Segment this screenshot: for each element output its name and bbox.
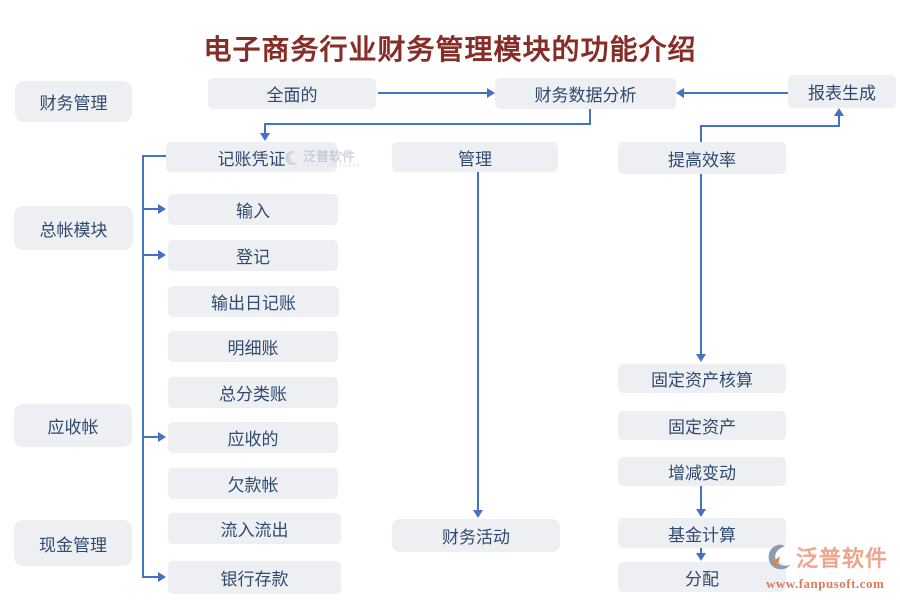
node-debt-account: 欠款帐 bbox=[168, 468, 338, 499]
arrowhead-right-icon bbox=[487, 88, 495, 98]
connector-comprehensive-to-analysis bbox=[378, 92, 487, 94]
node-receivable: 应收的 bbox=[168, 422, 338, 453]
node-subsidiary-ledger: 明细账 bbox=[168, 331, 338, 362]
arrowhead-down-icon bbox=[260, 133, 270, 141]
node-cash-management: 现金管理 bbox=[14, 520, 132, 566]
watermark-brand-text: 泛普软件 bbox=[303, 149, 356, 164]
connector-efficiency-to-report-v2 bbox=[838, 116, 840, 125]
node-allocation: 分配 bbox=[618, 562, 786, 592]
watermark-brand-text: 泛普软件 bbox=[796, 546, 889, 571]
watermark-faint: 泛普软件 FANPU SOFTWARE bbox=[284, 150, 361, 171]
connector-tree-to-bank-deposit bbox=[142, 576, 159, 578]
arrowhead-right-icon bbox=[158, 204, 166, 214]
connector-fund-to-allocation bbox=[700, 548, 702, 554]
fanpu-logo-icon bbox=[766, 543, 794, 575]
connector-tree-to-input bbox=[142, 208, 159, 210]
connector-analysis-to-voucher-v1 bbox=[589, 109, 591, 125]
node-report-generation: 报表生成 bbox=[788, 75, 896, 108]
node-inflow-outflow: 流入流出 bbox=[168, 513, 341, 544]
node-financial-activity: 财务活动 bbox=[392, 519, 560, 552]
node-output-journal: 输出日记账 bbox=[168, 286, 339, 317]
arrowhead-right-icon bbox=[158, 432, 166, 442]
arrowhead-right-icon bbox=[158, 250, 166, 260]
arrowhead-down-icon bbox=[696, 354, 706, 362]
node-improve-efficiency: 提高效率 bbox=[618, 142, 786, 174]
node-accounts-receivable: 应收帐 bbox=[14, 404, 132, 447]
node-fixed-asset-accounting: 固定资产核算 bbox=[618, 364, 786, 393]
node-general-ledger-module: 总帐模块 bbox=[14, 206, 133, 250]
node-fund-calculation: 基金计算 bbox=[618, 518, 786, 548]
arrowhead-left-icon bbox=[676, 88, 684, 98]
node-fixed-assets: 固定资产 bbox=[618, 411, 786, 440]
arrowhead-right-icon bbox=[158, 572, 166, 582]
watermark-url: www.fanpusoft.com bbox=[766, 576, 885, 591]
connector-tree-to-register bbox=[142, 254, 159, 256]
connector-voucher-tree-trunk bbox=[142, 155, 144, 578]
node-increase-decrease-change: 增减变动 bbox=[618, 457, 786, 486]
node-management: 管理 bbox=[392, 142, 558, 172]
arrowhead-down-icon bbox=[696, 509, 706, 517]
arrowhead-down-icon bbox=[696, 553, 706, 561]
connector-efficiency-to-report-v1 bbox=[700, 126, 702, 142]
connector-management-to-activity bbox=[477, 172, 479, 511]
node-comprehensive: 全面的 bbox=[208, 78, 376, 109]
connector-analysis-to-voucher-v2 bbox=[264, 123, 266, 134]
connector-efficiency-to-fixed-asset bbox=[700, 174, 702, 355]
fanpu-logo-icon bbox=[284, 150, 300, 171]
connector-change-to-fund bbox=[700, 486, 702, 510]
connector-report-to-analysis bbox=[684, 92, 788, 94]
node-bank-deposit: 银行存款 bbox=[168, 561, 341, 594]
node-register: 登记 bbox=[168, 240, 338, 271]
node-financial-management: 财务管理 bbox=[15, 81, 132, 122]
node-input: 输入 bbox=[168, 194, 338, 225]
arrowhead-up-icon bbox=[834, 108, 844, 116]
node-general-ledger: 总分类账 bbox=[168, 377, 338, 408]
watermark-brand-subtext: FANPU SOFTWARE bbox=[303, 164, 361, 169]
connector-efficiency-to-report-h bbox=[700, 125, 840, 127]
page-title: 电子商务行业财务管理模块的功能介绍 bbox=[203, 35, 697, 66]
node-accounting-voucher: 记账凭证 bbox=[166, 142, 337, 172]
node-financial-data-analysis: 财务数据分析 bbox=[495, 78, 676, 109]
connector-analysis-to-voucher-h bbox=[264, 123, 591, 125]
arrowhead-down-icon bbox=[473, 510, 483, 518]
connector-tree-to-receivable bbox=[142, 436, 159, 438]
watermark-brand: 泛普软件 www.fanpusoft.com bbox=[766, 543, 888, 590]
connector-tree-to-voucher bbox=[142, 155, 166, 157]
